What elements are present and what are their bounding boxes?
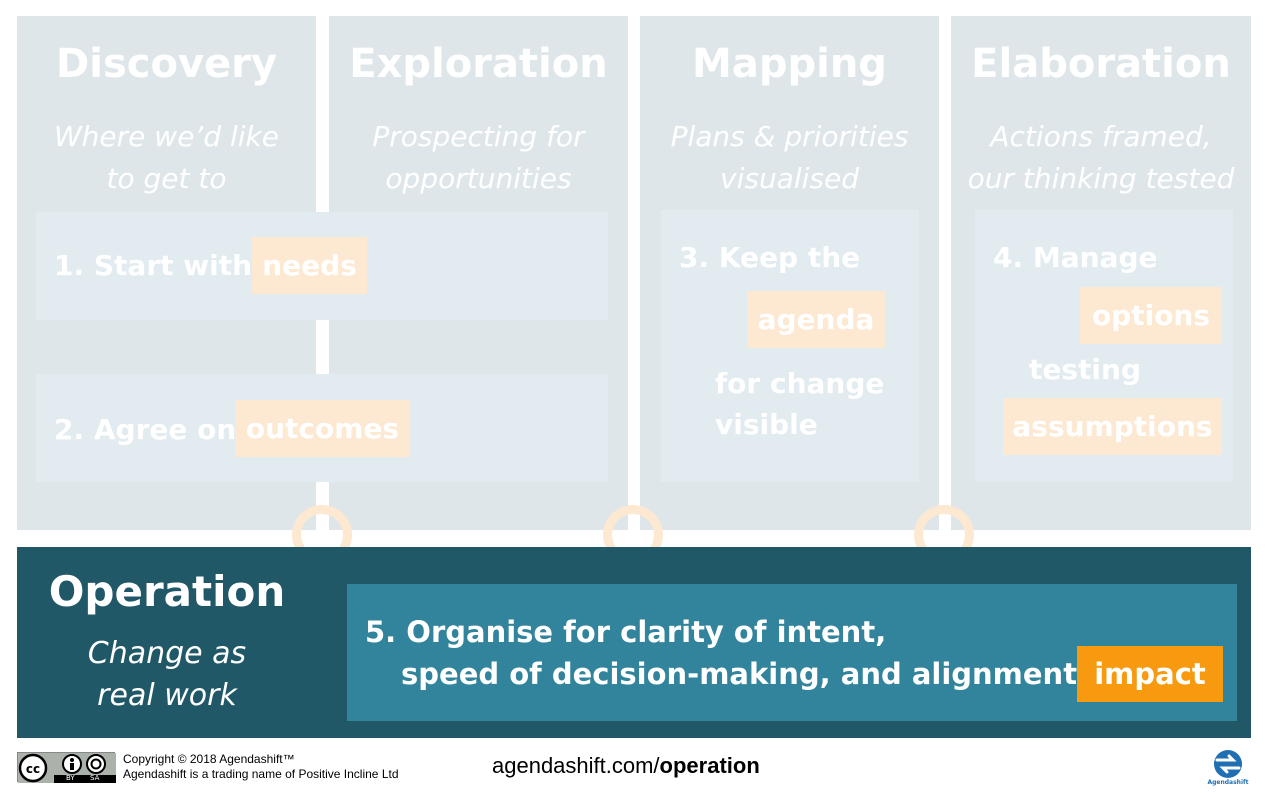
step-1-tag: needs: [252, 237, 367, 294]
step-1-card: 1. Start with needs: [36, 212, 608, 320]
subtitle-line: visualised: [720, 162, 859, 195]
step-3-line1: 3. Keep the: [679, 241, 861, 274]
step-2-text: 2. Agree on: [54, 413, 237, 446]
cc-license-badge: cc BY SA: [17, 752, 116, 783]
operation-band: Operation Change as real work 5. Organis…: [17, 547, 1251, 738]
step-4-line2: testing: [1029, 353, 1141, 386]
cycle-arrow-icon: [914, 505, 974, 565]
column-subtitle: Plans & priorities visualised: [640, 116, 939, 200]
step-4-tag-assumptions: assumptions: [1003, 398, 1222, 455]
column-subtitle: Where we’d like to get to: [17, 116, 316, 200]
step-3-card: 3. Keep the agenda for change visible: [661, 210, 919, 482]
step-5-card: 5. Organise for clarity of intent, speed…: [347, 584, 1237, 721]
operation-subtitle: Change as real work: [17, 633, 317, 717]
subtitle-line: Plans & priorities: [670, 120, 909, 153]
cc-sa-label: SA: [90, 774, 100, 782]
column-title: Mapping: [692, 41, 887, 87]
subtitle-line: Where we’d like: [54, 120, 279, 153]
column-title: Elaboration: [971, 41, 1231, 87]
copyright-text: Copyright © 2018 Agendashift™ Agendashif…: [123, 752, 399, 782]
logo-text: Agendashift: [1207, 779, 1249, 786]
agendashift-logo-icon: [1214, 750, 1242, 778]
step-4-tag-options: options: [1080, 287, 1222, 344]
copyright-line: Copyright © 2018 Agendashift™: [123, 752, 295, 766]
cc-by-label: BY: [66, 774, 75, 782]
step-1-text: 1. Start with: [54, 249, 253, 282]
subtitle-line: real work: [97, 678, 237, 713]
column-subtitle: Actions framed, our thinking tested: [951, 116, 1251, 200]
step-3-line3: visible: [715, 408, 818, 441]
subtitle-line: Prospecting for: [372, 120, 585, 153]
footer-url[interactable]: agendashift.com/operation: [492, 753, 760, 779]
cc-icon: cc: [18, 753, 116, 783]
trading-name-line: Agendashift is a trading name of Positiv…: [123, 767, 399, 781]
step-4-line1: 4. Manage: [993, 241, 1158, 274]
column-title: Discovery: [56, 41, 277, 87]
step-5-line1: 5. Organise for clarity of intent,: [365, 615, 887, 649]
url-bold: operation: [659, 753, 760, 778]
cycle-arrow-icon: [292, 505, 352, 565]
column-subtitle: Prospecting for opportunities: [329, 116, 628, 200]
cycle-arrow-icon: [603, 505, 663, 565]
operation-title: Operation: [48, 567, 286, 616]
step-2-tag: outcomes: [235, 400, 410, 457]
step-3-line2: for change: [715, 367, 885, 400]
step-5-tag: impact: [1077, 646, 1223, 702]
url-prefix: agendashift.com/: [492, 753, 660, 778]
step-4-card: 4. Manage options testing assumptions: [975, 210, 1233, 482]
agendashift-logo: Agendashift: [1203, 748, 1253, 788]
column-title: Exploration: [349, 41, 608, 87]
subtitle-line: Actions framed,: [990, 120, 1212, 153]
subtitle-line: our thinking tested: [967, 162, 1235, 195]
subtitle-line: Change as: [87, 636, 247, 671]
step-5-line2: speed of decision-making, and alignment …: [401, 657, 1120, 691]
subtitle-line: to get to: [106, 162, 227, 195]
svg-text:cc: cc: [26, 762, 40, 776]
subtitle-line: opportunities: [385, 162, 572, 195]
step-3-tag: agenda: [747, 291, 885, 348]
step-2-card: 2. Agree on outcomes: [36, 374, 608, 482]
